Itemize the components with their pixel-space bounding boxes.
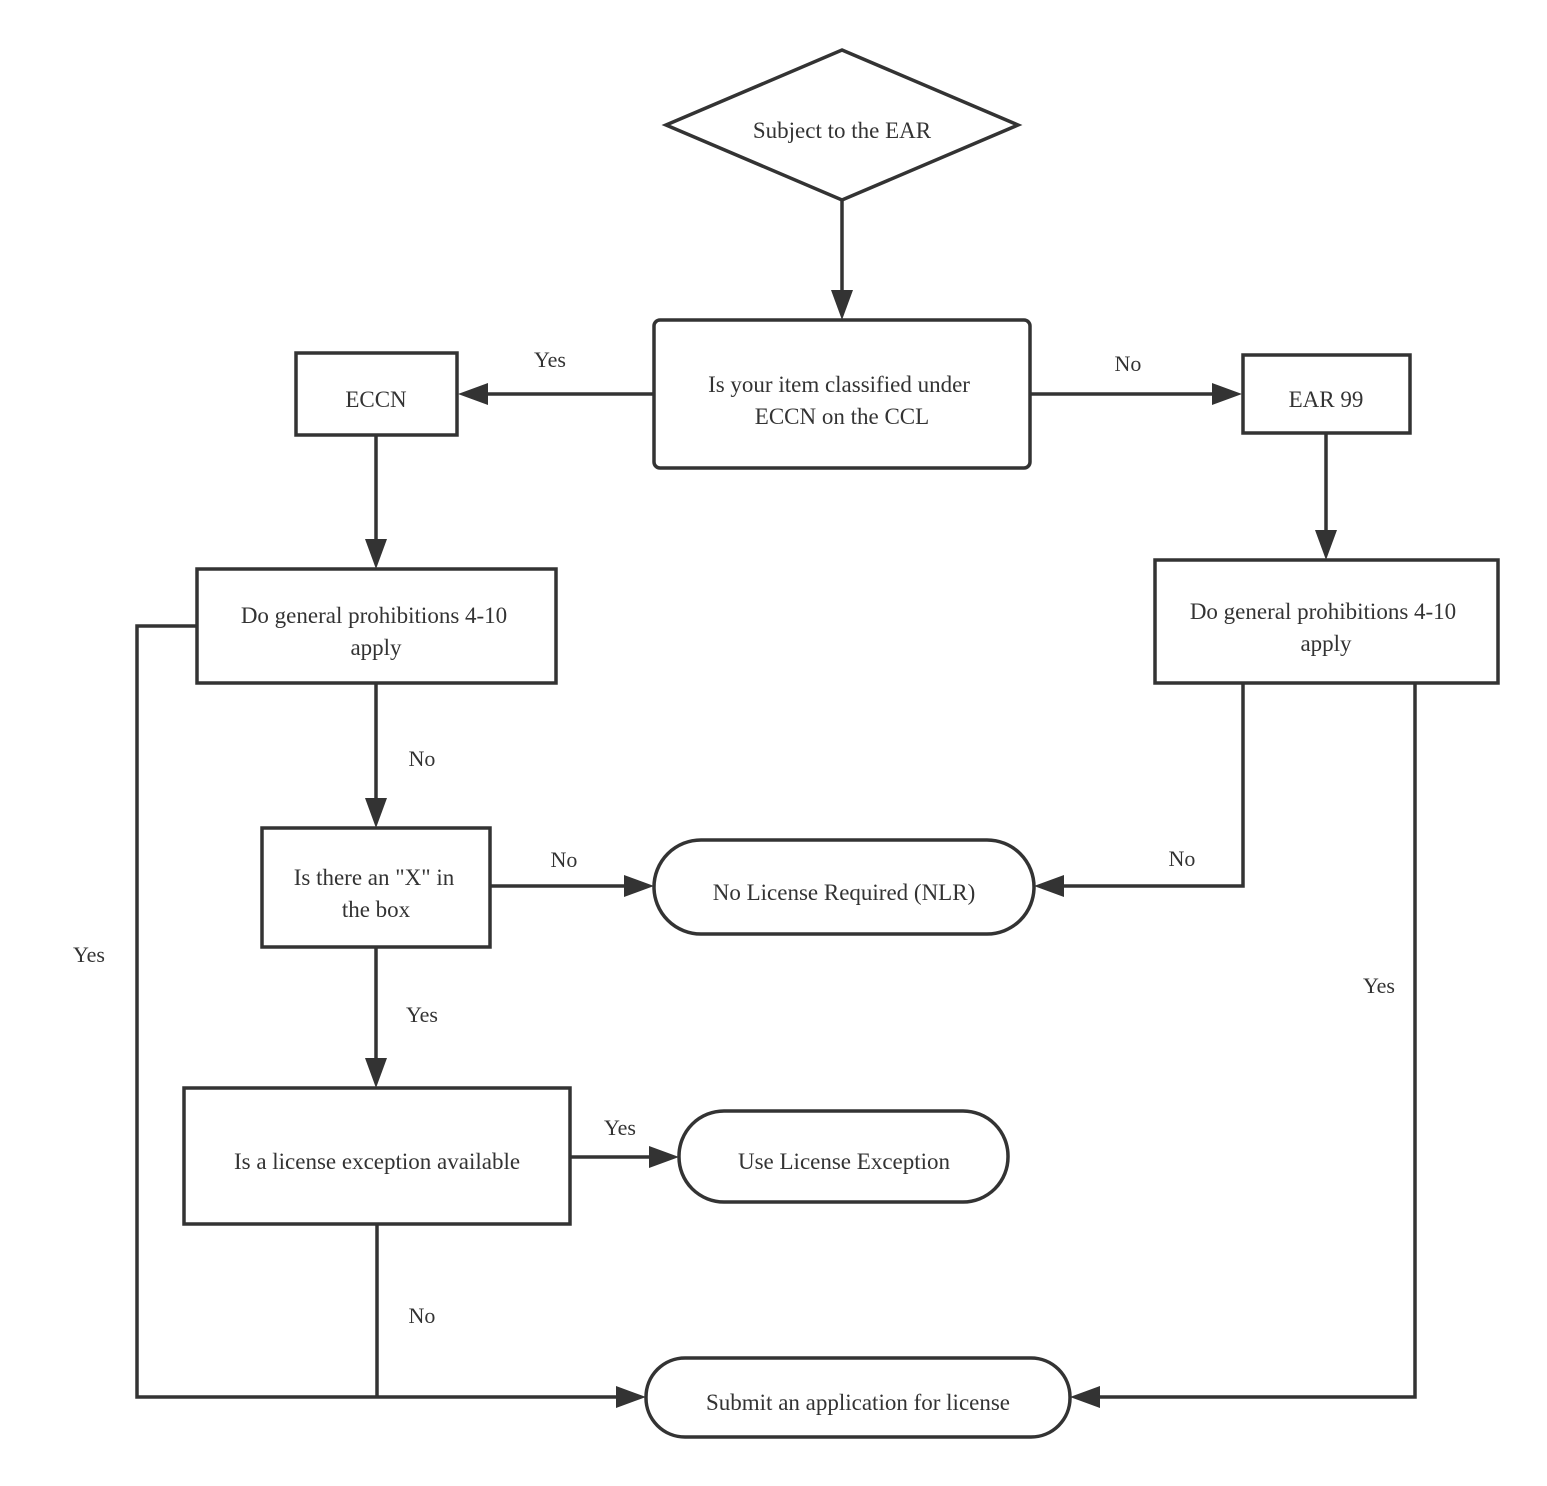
- edge-label-exception-yes: Yes: [604, 1115, 636, 1140]
- node-submit-label: Submit an application for license: [706, 1390, 1010, 1415]
- edge-label-gp-right-no: No: [1169, 846, 1196, 871]
- edge-classified-yes: Yes: [458, 347, 654, 405]
- edge-label-classified-no: No: [1115, 351, 1142, 376]
- node-submit: Submit an application for license: [644, 1356, 1072, 1439]
- edge-label-x-yes: Yes: [406, 1002, 438, 1027]
- node-nlr-label: No License Required (NLR): [713, 880, 976, 905]
- edge-gp-right-no: No: [1034, 683, 1245, 897]
- node-ear99: EAR 99: [1241, 353, 1412, 435]
- node-gp-left: Do general prohibitions 4-10 apply: [195, 567, 558, 685]
- node-gp-right-line-2: apply: [1300, 631, 1352, 656]
- edge-classified-no: No: [1030, 351, 1242, 405]
- edge-eccn-to-gp-left: [365, 435, 387, 569]
- node-eccn: ECCN: [294, 351, 459, 437]
- node-use-exception-label: Use License Exception: [738, 1149, 951, 1174]
- edge-label-gp-right-yes: Yes: [1363, 973, 1395, 998]
- node-gp-right: Do general prohibitions 4-10 apply: [1153, 558, 1500, 685]
- edge-label-x-no: No: [551, 847, 578, 872]
- node-classified-line-1: Is your item classified under: [708, 372, 970, 397]
- node-ear99-label: EAR 99: [1289, 387, 1364, 412]
- edge-gp-left-no: No: [365, 683, 435, 828]
- edge-label-gp-left-yes: Yes: [73, 942, 105, 967]
- node-use-exception: Use License Exception: [677, 1109, 1010, 1204]
- nodes: Subject to the EAR Is your item classifi…: [182, 48, 1500, 1439]
- edge-x-yes: Yes: [365, 947, 438, 1088]
- edges: Yes No No Yes: [73, 200, 1417, 1408]
- node-classified: Is your item classified under ECCN on th…: [652, 318, 1032, 470]
- edge-ear99-to-gp-right: [1315, 432, 1337, 560]
- edge-label-gp-left-no: No: [409, 746, 436, 771]
- node-gp-right-line-1: Do general prohibitions 4-10: [1190, 599, 1456, 624]
- edge-gp-right-yes: Yes: [1070, 683, 1417, 1408]
- node-exception-available: Is a license exception available: [182, 1086, 572, 1226]
- node-subject-to-ear: Subject to the EAR: [661, 48, 1023, 202]
- edge-label-classified-yes: Yes: [534, 347, 566, 372]
- edge-subject-to-classified: [831, 200, 853, 320]
- node-x-in-box-line-2: the box: [342, 897, 411, 922]
- edge-exception-no: No: [375, 1224, 436, 1397]
- node-nlr: No License Required (NLR): [652, 838, 1036, 936]
- node-gp-left-line-2: apply: [350, 635, 402, 660]
- node-gp-left-line-1: Do general prohibitions 4-10: [241, 603, 507, 628]
- edge-label-exception-no: No: [409, 1303, 436, 1328]
- node-x-in-box-line-1: Is there an "X" in: [294, 865, 455, 890]
- node-exception-available-label: Is a license exception available: [234, 1149, 520, 1174]
- node-subject-to-ear-label: Subject to the EAR: [753, 118, 932, 143]
- node-x-in-box: Is there an "X" in the box: [260, 826, 492, 949]
- edge-gp-left-yes: Yes: [73, 624, 646, 1408]
- edge-x-no: No: [490, 847, 654, 897]
- node-eccn-label: ECCN: [345, 387, 407, 412]
- edge-exception-yes: Yes: [570, 1115, 679, 1168]
- node-classified-line-2: ECCN on the CCL: [755, 404, 929, 429]
